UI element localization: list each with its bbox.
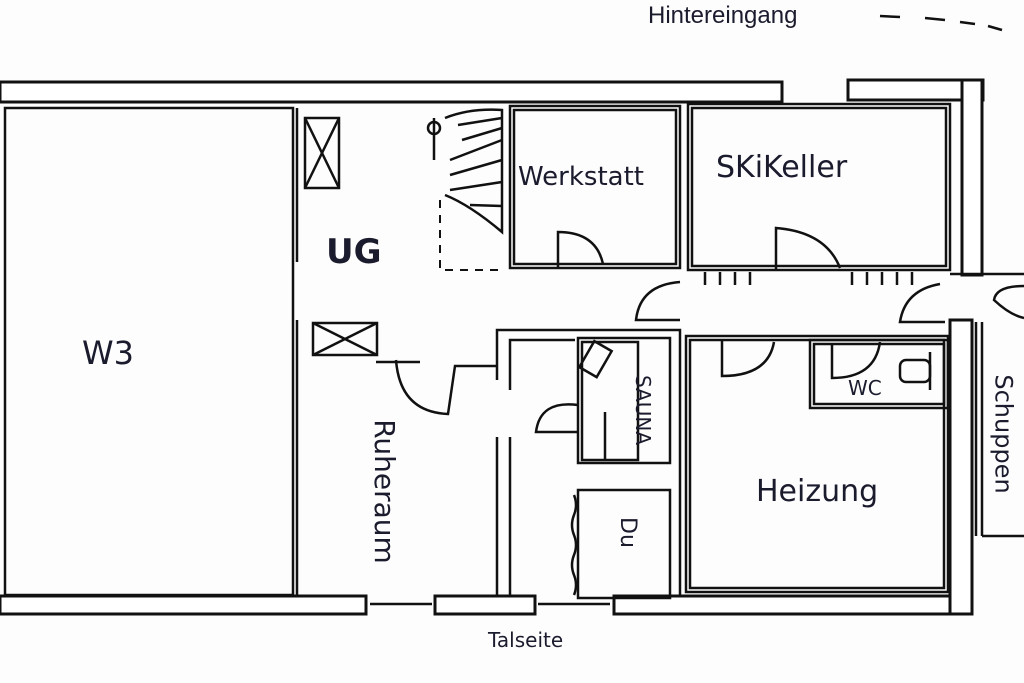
room-shed-walls — [974, 322, 1024, 538]
wall-sauna-block-inner — [508, 338, 575, 390]
door-corridor-east — [898, 282, 945, 324]
door-rest-room — [394, 359, 497, 416]
valley-side-label: Talseite — [488, 628, 564, 652]
chimney-upper — [303, 116, 341, 190]
heating-label: Heizung — [756, 474, 879, 509]
chimney-lower — [311, 321, 379, 357]
door-corridor-west — [634, 280, 681, 322]
basement-label: UG — [326, 232, 382, 272]
room-wc-walls — [808, 338, 950, 410]
room-heating-walls — [684, 334, 950, 594]
shower-label: Du — [614, 517, 640, 548]
door-shed — [992, 284, 1024, 320]
east-wall-lower — [948, 318, 974, 616]
room-w3-outline — [3, 106, 295, 597]
ski-cellar-label: SKiKeller — [716, 150, 848, 185]
wc-label: WC — [848, 376, 882, 400]
back-entrance-label: Hintereingang — [648, 2, 798, 29]
south-wall-middle — [433, 594, 537, 616]
room-shower-walls — [570, 488, 672, 600]
east-wall-upper — [960, 78, 984, 277]
sauna-label: SAUNA — [631, 374, 656, 446]
room-workshop-walls — [508, 104, 682, 270]
shed-label: Schuppen — [989, 374, 1018, 494]
south-wall-west — [0, 594, 368, 616]
staircase — [426, 108, 504, 271]
workshop-label: Werkstatt — [518, 162, 644, 192]
north-wall — [0, 80, 784, 104]
apartment-label: W3 — [82, 334, 134, 372]
room-sauna-walls — [534, 336, 672, 465]
room-ski-cellar-walls — [686, 102, 952, 285]
outer-walls — [0, 78, 985, 616]
wall-sauna-block — [495, 328, 682, 596]
rest-room-label: Ruheraum — [367, 419, 401, 564]
back-entrance-arrow — [879, 14, 1003, 32]
